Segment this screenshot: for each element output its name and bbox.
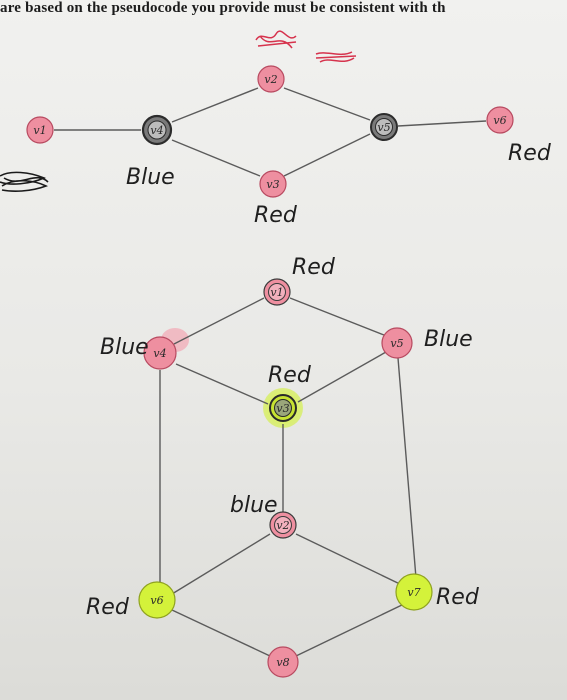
- top-node-v4: v4: [141, 114, 173, 146]
- top-node-v5: v5: [370, 113, 398, 141]
- node-v6: v6: [138, 581, 176, 619]
- svg-text:v6: v6: [493, 114, 506, 127]
- svg-text:v6: v6: [150, 594, 163, 607]
- node-v5: v5: [381, 327, 413, 359]
- svg-text:v4: v4: [153, 347, 166, 360]
- annotation-red-v1: Red: [292, 255, 336, 280]
- svg-text:v3: v3: [276, 402, 289, 415]
- node-v7: v7: [395, 573, 433, 611]
- node-v3: v3: [269, 394, 297, 422]
- edge-v5-v6-top: [397, 120, 487, 127]
- annotation-blue-v4: Blue: [100, 335, 149, 360]
- node-v4: v4: [143, 336, 177, 370]
- top-node-v3: v3: [259, 170, 287, 198]
- annotation-blue-v5: Blue: [424, 327, 473, 352]
- edge-v2-v6: [171, 533, 271, 595]
- svg-text:v1: v1: [33, 124, 46, 137]
- svg-text:v2: v2: [264, 73, 277, 86]
- edge-v5-v3: [297, 351, 387, 403]
- svg-text:v8: v8: [276, 656, 289, 669]
- svg-text:v4: v4: [150, 124, 163, 137]
- bottom-graph: v1 v4 v5 v3 v2 v6 v7 v8: [86, 255, 480, 678]
- top-annotation-red-v3: Red: [254, 203, 298, 228]
- node-v8: v8: [267, 646, 299, 678]
- svg-text:v5: v5: [377, 121, 390, 134]
- edge-v4-v3: [175, 363, 269, 405]
- node-v1: v1: [263, 278, 291, 306]
- svg-text:v5: v5: [390, 337, 403, 350]
- annotation-red-v7: Red: [436, 585, 480, 610]
- svg-text:v3: v3: [266, 178, 279, 191]
- annotation-red-v3: Red: [268, 363, 312, 388]
- top-graph: v1 v2 v3 v4 v5 v6 Blue Red Red: [0, 30, 552, 228]
- strikethrough-scribble-top: [255, 30, 357, 63]
- top-annotation-blue-v4: Blue: [126, 165, 175, 190]
- edge-v4-v3-top: [171, 139, 261, 177]
- edge-v6-v8: [171, 609, 271, 657]
- svg-text:v2: v2: [276, 519, 289, 532]
- edge-v4-v2-top: [171, 87, 259, 123]
- svg-text:v7: v7: [407, 586, 420, 599]
- top-node-v1: v1: [26, 116, 54, 144]
- edge-v5-v7: [397, 357, 417, 579]
- black-scribble-left: [0, 171, 49, 192]
- top-node-v6: v6: [486, 106, 514, 134]
- node-v2: v2: [269, 511, 297, 539]
- annotation-red-v6: Red: [86, 595, 130, 620]
- edge-v1-v4: [173, 297, 265, 345]
- edge-v2-v7: [295, 533, 405, 587]
- edge-v7-v8: [295, 603, 405, 657]
- top-node-v2: v2: [257, 65, 285, 93]
- edge-v3-v5-top: [283, 133, 371, 177]
- edge-v1-v5: [289, 297, 385, 336]
- header-text: are based on the pseudocode you provide …: [0, 0, 446, 16]
- svg-text:v1: v1: [270, 286, 283, 299]
- edge-v2-v5-top: [283, 87, 371, 121]
- annotation-blue-v2: blue: [230, 493, 278, 518]
- top-annotation-red-v6: Red: [508, 141, 552, 166]
